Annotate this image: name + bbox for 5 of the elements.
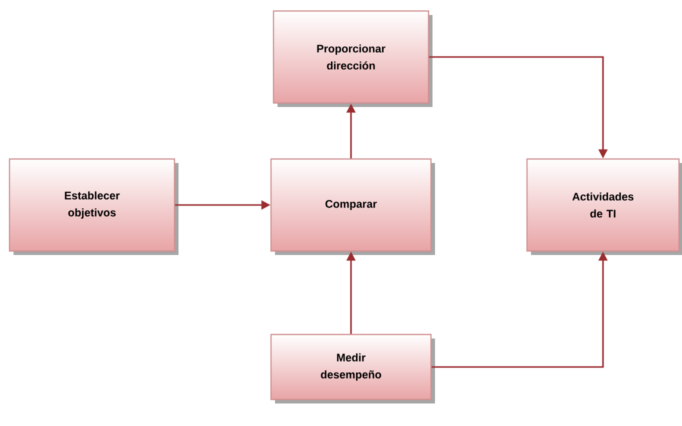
process-box: Proporcionar dirección	[272, 10, 432, 107]
process-box: Comparar	[270, 158, 435, 255]
process-box: Actividades de TI	[526, 158, 682, 255]
process-box: Medir desempeño	[270, 334, 435, 404]
process-box: Establecer objetivos	[8, 158, 178, 255]
